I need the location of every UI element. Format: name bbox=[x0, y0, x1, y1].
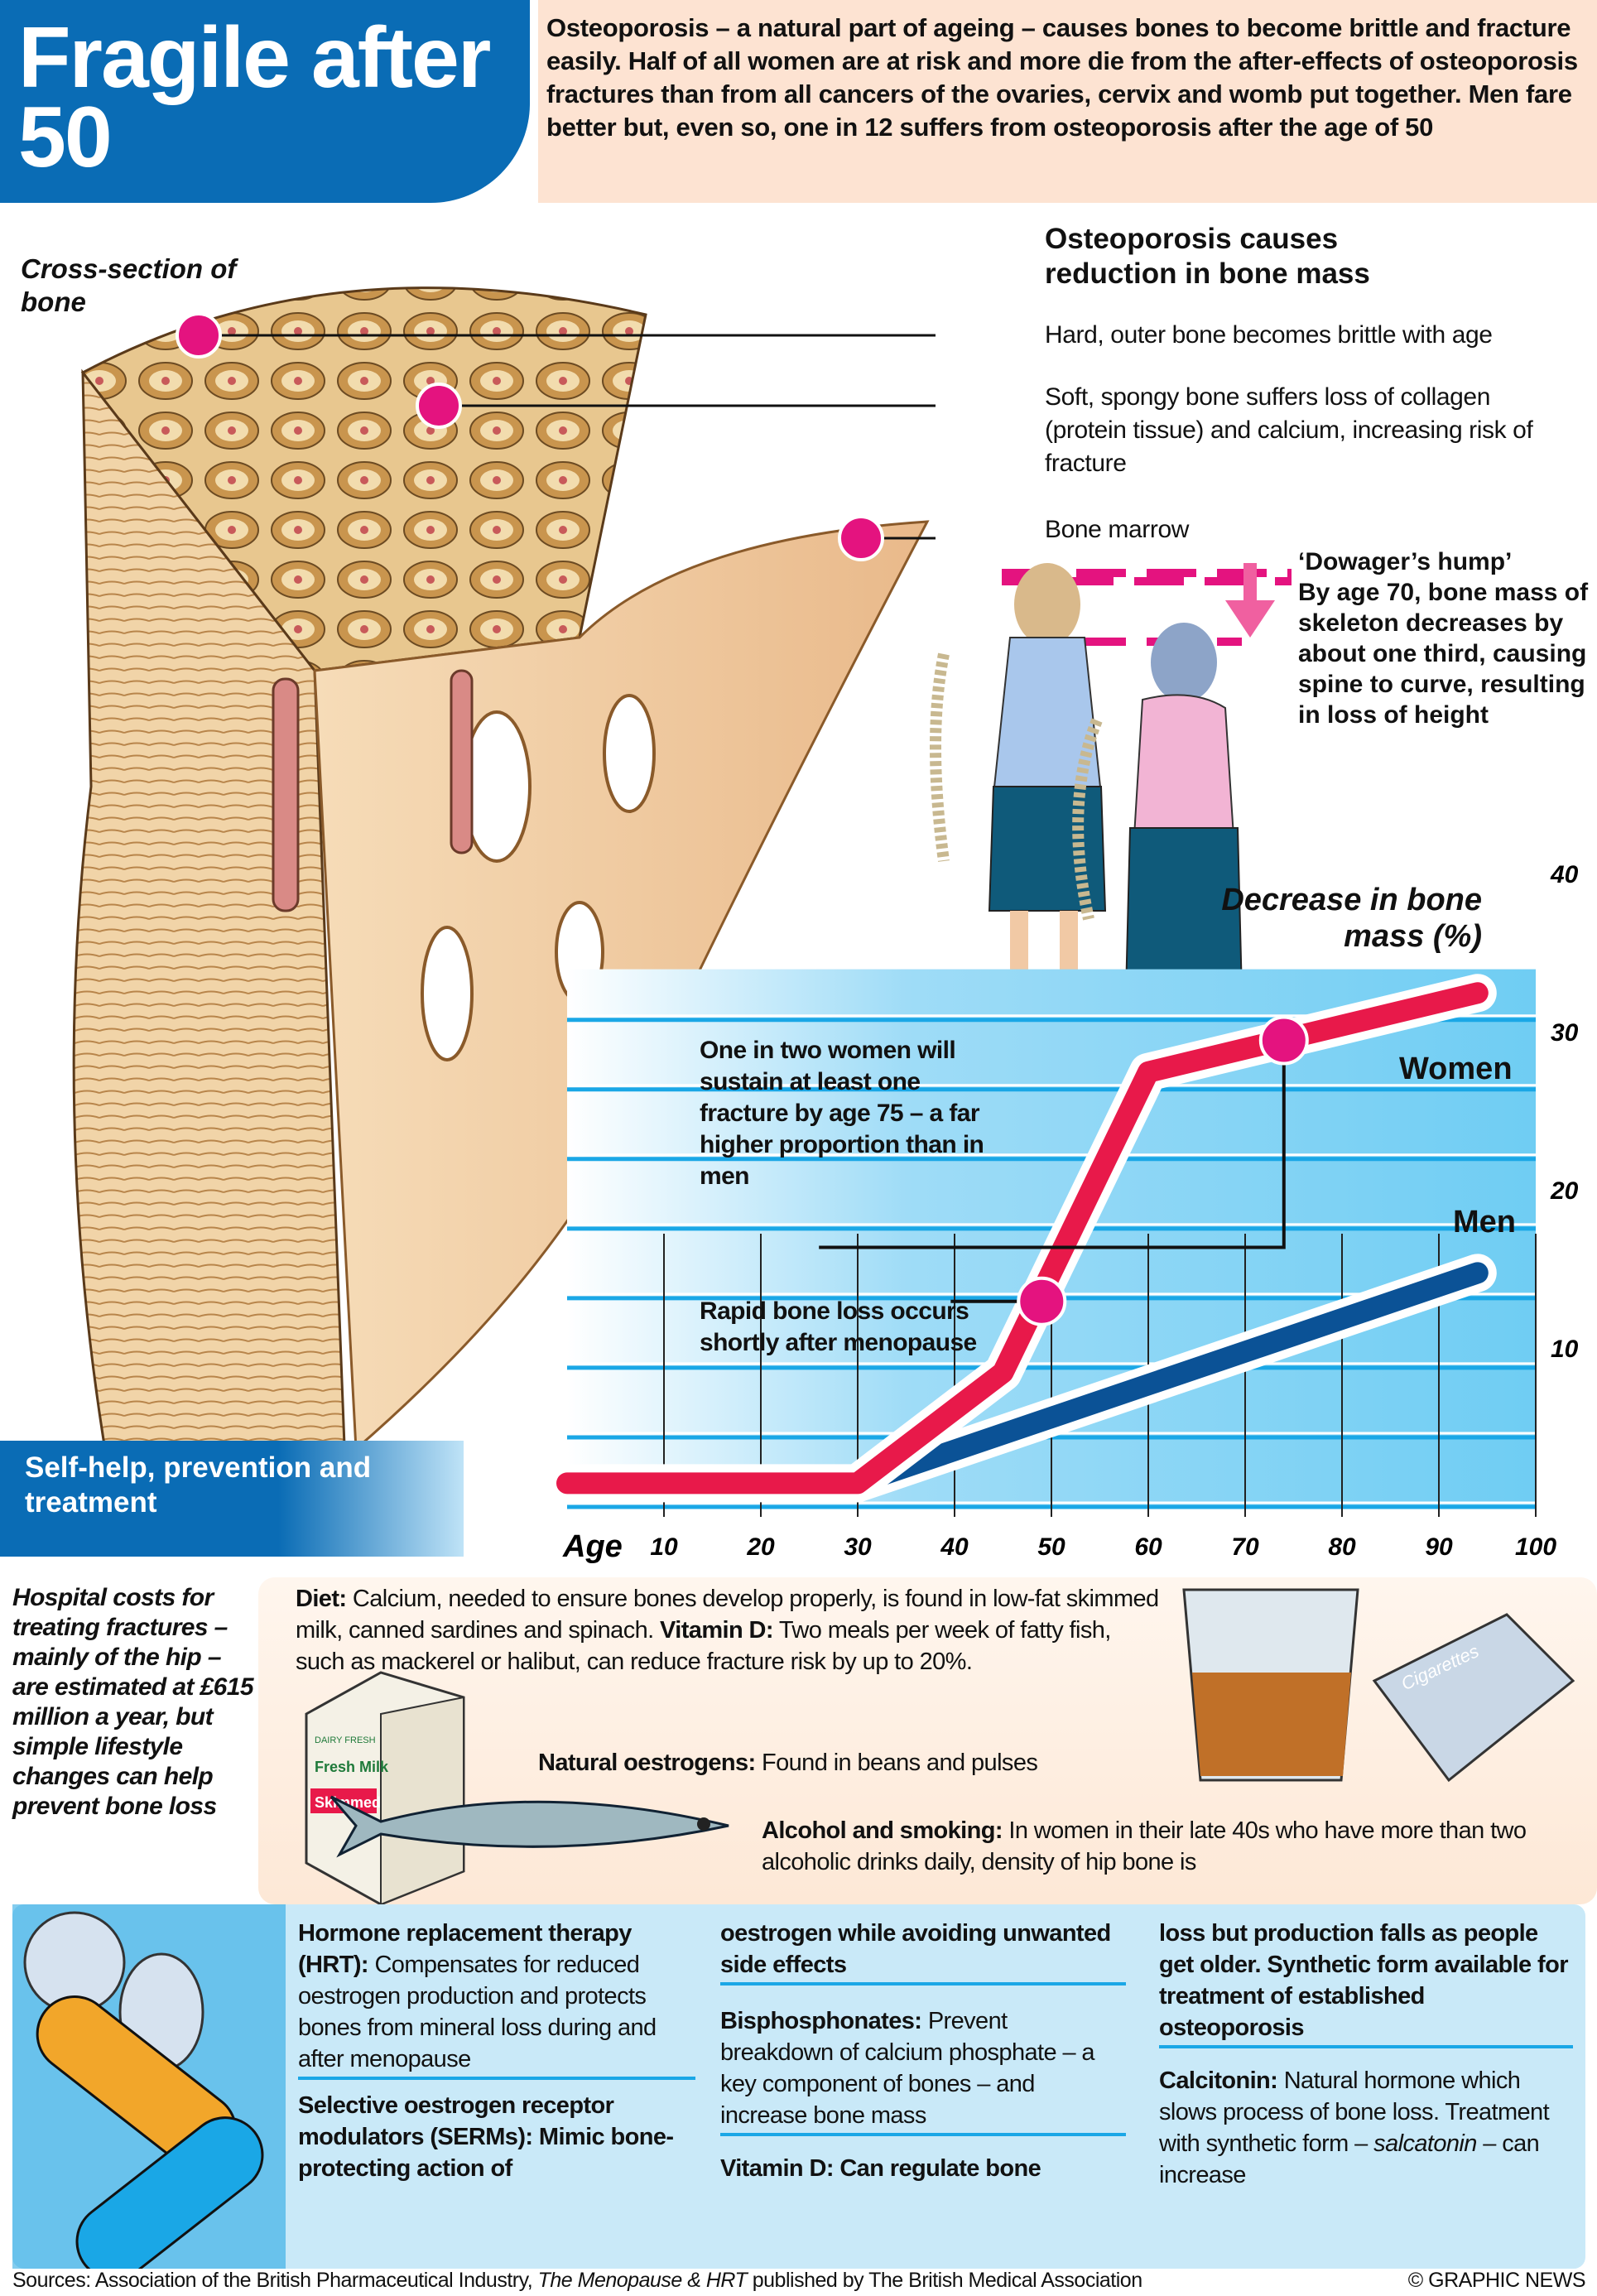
chart-title: Decrease in bone mass (%) bbox=[1221, 883, 1482, 954]
diet-panel bbox=[258, 1577, 1597, 1904]
x-tick-label: 70 bbox=[1231, 1533, 1259, 1561]
x-tick-label: 50 bbox=[1037, 1533, 1065, 1561]
milk-label: Fresh Milk bbox=[315, 1759, 389, 1775]
pills-illustration bbox=[12, 1904, 286, 2269]
x-tick-label: 30 bbox=[844, 1533, 872, 1561]
arrow-down-icon bbox=[1225, 563, 1275, 638]
marker-spongy-bone bbox=[416, 383, 462, 429]
treatments-column-3: loss but production falls as people get … bbox=[1159, 1918, 1573, 2201]
x-tick-label: 10 bbox=[650, 1533, 678, 1561]
dowager-hump-desc: By age 70, bone mass of skeleton decreas… bbox=[1298, 579, 1589, 729]
dowager-hump-title: ‘Dowager’s hump’ bbox=[1298, 548, 1513, 575]
dowager-hump-text: ‘Dowager’s hump’ By age 70, bone mass of… bbox=[1298, 546, 1595, 730]
series-women-line bbox=[556, 982, 1489, 1495]
self-help-banner: Self-help, prevention and treatment bbox=[0, 1441, 464, 1557]
legend-women: Women bbox=[1399, 1052, 1513, 1086]
label-spongy-bone: Soft, spongy bone suffers loss of collag… bbox=[1045, 383, 1533, 477]
y-tick-label: 20 bbox=[1550, 1177, 1579, 1205]
hospital-costs-text: Hospital costs for treating fractures – … bbox=[12, 1584, 254, 1820]
x-tick-label: 100 bbox=[1515, 1533, 1556, 1561]
treatments-column-2: oestrogen while avoiding unwanted side e… bbox=[720, 1918, 1126, 2194]
milk-and-fish-illustration: Fresh Milk Skimmed DAIRY FRESH bbox=[305, 1671, 729, 1904]
y-tick-label: 30 bbox=[1551, 1019, 1579, 1047]
chart-marker-0 bbox=[1017, 1276, 1067, 1326]
x-tick-label: 80 bbox=[1328, 1533, 1356, 1561]
credit: © GRAPHIC NEWS bbox=[1407, 2269, 1586, 2292]
annotation-fracture: One in two women will sustain at least o… bbox=[700, 1037, 984, 1190]
legend-men: Men bbox=[1453, 1205, 1516, 1239]
cross-section-label: Cross-section of bone bbox=[21, 253, 237, 317]
x-tick-label: 90 bbox=[1425, 1533, 1453, 1561]
bone-loss-chart: 10 20 30 40 50 60 70 80 90 100 Age 10 20 30 40 bbox=[548, 861, 1579, 1564]
annotation-rapid-loss: Rapid bone loss occurs shortly after men… bbox=[700, 1297, 977, 1356]
sources: Sources: Association of the British Phar… bbox=[12, 2269, 1142, 2292]
label-bone-marrow: Bone marrow bbox=[1045, 516, 1190, 543]
marker-outer-bone bbox=[176, 312, 222, 359]
chart-marker-1 bbox=[1258, 1015, 1309, 1066]
footer: Sources: Association of the British Phar… bbox=[12, 2269, 1586, 2293]
milk-brand-label: DAIRY FRESH bbox=[315, 1735, 376, 1745]
x-tick-label: 20 bbox=[746, 1533, 775, 1561]
bone-mass-heading: Osteoporosis causes reduction in bone ma… bbox=[1045, 223, 1370, 290]
y-tick-label: 40 bbox=[1550, 861, 1579, 888]
oestrogen-text: Natural oestrogens: Found in beans and p… bbox=[538, 1750, 1038, 1776]
page-title: Fragile after 50 bbox=[0, 0, 530, 203]
x-axis-label: Age bbox=[562, 1529, 623, 1564]
series-men-line bbox=[847, 1262, 1489, 1495]
intro-text: Osteoporosis – a natural part of ageing … bbox=[538, 0, 1597, 203]
alcohol-text: Alcohol and smoking: In women in their l… bbox=[762, 1817, 1527, 1875]
diet-text: Diet: Calcium, needed to ensure bones de… bbox=[296, 1586, 1159, 1675]
leader-fracture bbox=[819, 1040, 1286, 1249]
marker-bone-marrow bbox=[838, 515, 884, 561]
y-tick-label: 10 bbox=[1551, 1336, 1579, 1363]
x-tick-label: 60 bbox=[1134, 1533, 1162, 1561]
whisky-and-cigarettes-illustration: Cigarettes bbox=[1182, 1588, 1575, 1783]
label-outer-bone: Hard, outer bone becomes brittle with ag… bbox=[1045, 321, 1493, 349]
treatments-column-1: Hormone replacement therapy (HRT): Compe… bbox=[298, 1918, 695, 2194]
x-tick-label: 40 bbox=[940, 1533, 969, 1561]
